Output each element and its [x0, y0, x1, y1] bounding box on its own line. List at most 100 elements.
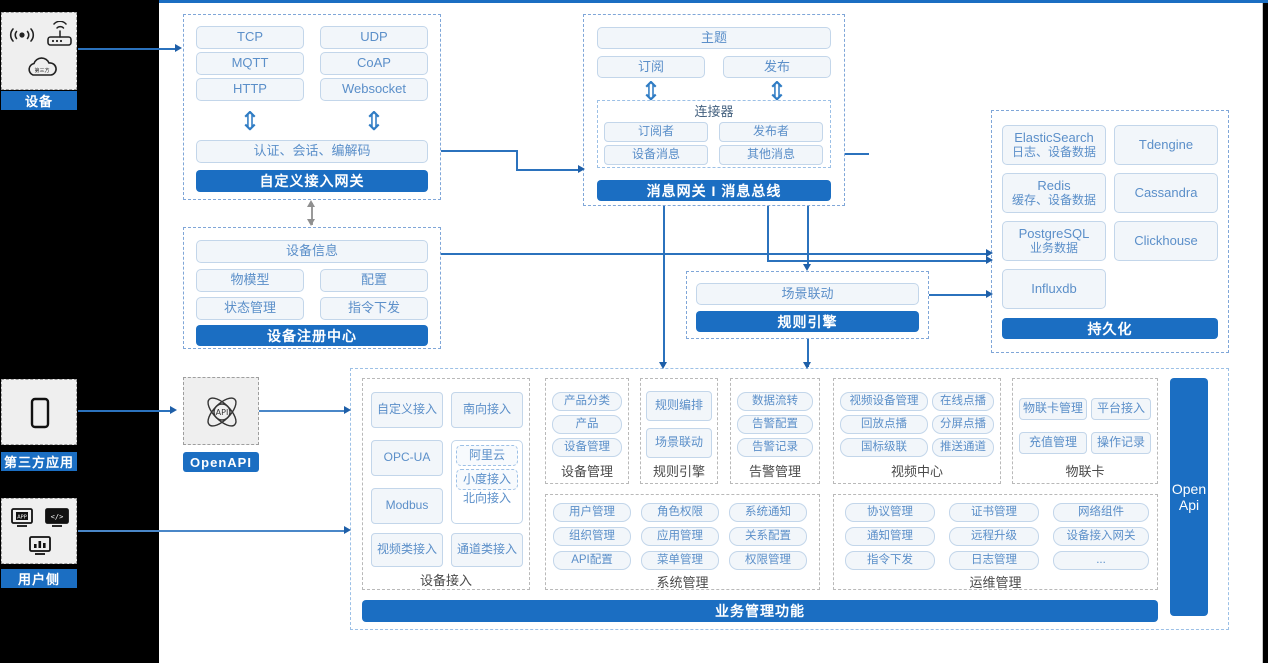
business-caption-device-mgmt: 设备管理 [560, 463, 613, 479]
bm-item[interactable]: 规则编排 [646, 391, 712, 421]
protocol-tcp[interactable]: TCP [196, 26, 304, 49]
svg-text:API: API [216, 408, 229, 417]
bm-item[interactable]: 告警配置 [737, 415, 813, 434]
connector-gateway-to-bus-h2 [516, 169, 579, 171]
access-modbus[interactable]: Modbus [371, 488, 443, 524]
bm-item[interactable]: 推送通道 [932, 438, 994, 457]
arrow-right-icon [986, 290, 993, 298]
bm-item[interactable]: 网络组件 [1053, 503, 1149, 522]
connector-other-message[interactable]: 其他消息 [719, 145, 823, 165]
bm-item[interactable]: 角色权限 [641, 503, 719, 522]
rule-engine-group [686, 271, 929, 339]
rule-engine-title: 规则引擎 [696, 311, 919, 332]
access-northbound-label: 北向接入 [462, 491, 511, 505]
store-postgresql[interactable]: PostgreSQL 业务数据 [1002, 221, 1106, 261]
topic-box[interactable]: 主题 [597, 27, 831, 49]
state-management[interactable]: 状态管理 [196, 297, 304, 320]
bm-item[interactable]: 操作记录 [1091, 432, 1151, 454]
bm-item[interactable]: 关系配置 [729, 527, 807, 546]
bm-item[interactable]: 分屏点播 [932, 415, 994, 434]
store-cassandra[interactable]: Cassandra [1114, 173, 1218, 213]
bm-item[interactable]: 回放点播 [840, 415, 928, 434]
access-southbound[interactable]: 南向接入 [451, 392, 523, 428]
api-atom-icon: API [198, 388, 246, 436]
bm-item[interactable]: ... [1053, 551, 1149, 570]
command-dispatch[interactable]: 指令下发 [320, 297, 428, 320]
protocol-websocket[interactable]: Websocket [320, 78, 428, 101]
bm-item[interactable]: 指令下发 [845, 551, 935, 570]
protocol-udp[interactable]: UDP [320, 26, 428, 49]
bm-item[interactable]: 组织管理 [553, 527, 631, 546]
protocol-http[interactable]: HTTP [196, 78, 304, 101]
business-caption-alarm: 告警管理 [748, 463, 801, 479]
bm-item[interactable]: 通知管理 [845, 527, 935, 546]
bm-item[interactable]: 场景联动 [646, 428, 712, 458]
bm-item[interactable]: 设备管理 [552, 438, 622, 457]
auth-session-codec[interactable]: 认证、会话、编解码 [196, 140, 428, 163]
bm-item[interactable]: 国标级联 [840, 438, 928, 457]
connector-device-to-gateway [78, 48, 175, 50]
bm-item[interactable]: 视频设备管理 [840, 392, 928, 411]
bm-item[interactable]: 告警记录 [737, 438, 813, 457]
arrow-down-icon [803, 362, 811, 369]
access-video[interactable]: 视频类接入 [371, 533, 443, 567]
store-redis[interactable]: Redis 缓存、设备数据 [1002, 173, 1106, 213]
bm-item[interactable]: 设备接入网关 [1053, 527, 1149, 546]
bm-item[interactable]: 菜单管理 [641, 551, 719, 570]
svg-text:APP: APP [17, 515, 26, 521]
publish-box[interactable]: 发布 [723, 56, 831, 78]
double-arrow-icon: ⇕ [239, 106, 261, 136]
configuration[interactable]: 配置 [320, 269, 428, 292]
bm-item[interactable]: 日志管理 [949, 551, 1039, 570]
business-group-system [545, 494, 820, 590]
connector-bus-to-persist-h2 [767, 260, 989, 262]
openapi-label: OpenAPI [183, 452, 259, 472]
access-channel[interactable]: 通道类接入 [451, 533, 523, 567]
bm-item[interactable]: 产品 [552, 415, 622, 434]
bm-item[interactable]: 应用管理 [641, 527, 719, 546]
business-caption-ops: 运维管理 [969, 574, 1022, 590]
arrow-right-icon [175, 44, 182, 52]
business-group-ops [833, 494, 1158, 590]
protocol-coap[interactable]: CoAP [320, 52, 428, 75]
bm-item[interactable]: 在线点播 [932, 392, 994, 411]
connector-device-message[interactable]: 设备消息 [604, 145, 708, 165]
access-aliyun[interactable]: 阿里云 [456, 445, 518, 466]
bm-item[interactable]: 充值管理 [1019, 432, 1087, 454]
protocol-mqtt[interactable]: MQTT [196, 52, 304, 75]
open-api-vertical-bar: Open Api [1170, 378, 1208, 616]
subscribe-box[interactable]: 订阅 [597, 56, 705, 78]
bm-item[interactable]: 用户管理 [553, 503, 631, 522]
thing-model[interactable]: 物模型 [196, 269, 304, 292]
business-group [350, 368, 1229, 630]
arrow-right-icon [170, 406, 177, 414]
bm-item[interactable]: 协议管理 [845, 503, 935, 522]
bm-item[interactable]: 远程升级 [949, 527, 1039, 546]
bm-item[interactable]: 产品分类 [552, 392, 622, 411]
store-influxdb[interactable]: Influxdb [1002, 269, 1106, 309]
access-northbound[interactable]: 阿里云 小度接入 北向接入 [451, 440, 523, 524]
message-gateway-title: 消息网关 I 消息总线 [597, 180, 831, 201]
bm-item[interactable]: API配置 [553, 551, 631, 570]
cloud-icon: 第三方 [24, 55, 60, 81]
store-clickhouse[interactable]: Clickhouse [1114, 221, 1218, 261]
access-xiaodu[interactable]: 小度接入 [456, 469, 518, 490]
connector-bus-to-business [663, 206, 665, 366]
scene-linkage[interactable]: 场景联动 [696, 283, 919, 305]
bm-item[interactable]: 权限管理 [729, 551, 807, 570]
arrow-down-icon [307, 219, 315, 226]
store-tdengine[interactable]: Tdengine [1114, 125, 1218, 165]
connector-subscriber[interactable]: 订阅者 [604, 122, 708, 142]
access-gateway-group [183, 14, 441, 200]
bm-item[interactable]: 证书管理 [949, 503, 1039, 522]
store-sub: 业务数据 [1029, 240, 1078, 255]
access-custom[interactable]: 自定义接入 [371, 392, 443, 428]
bm-item[interactable]: 物联卡管理 [1019, 398, 1087, 420]
bm-item[interactable]: 平台接入 [1091, 398, 1151, 420]
access-opcua[interactable]: OPC-UA [371, 440, 443, 476]
device-info[interactable]: 设备信息 [196, 240, 428, 263]
store-elasticsearch[interactable]: ElasticSearch 日志、设备数据 [1002, 125, 1106, 165]
connector-publisher[interactable]: 发布者 [719, 122, 823, 142]
bm-item[interactable]: 系统通知 [729, 503, 807, 522]
bm-item[interactable]: 数据流转 [737, 392, 813, 411]
